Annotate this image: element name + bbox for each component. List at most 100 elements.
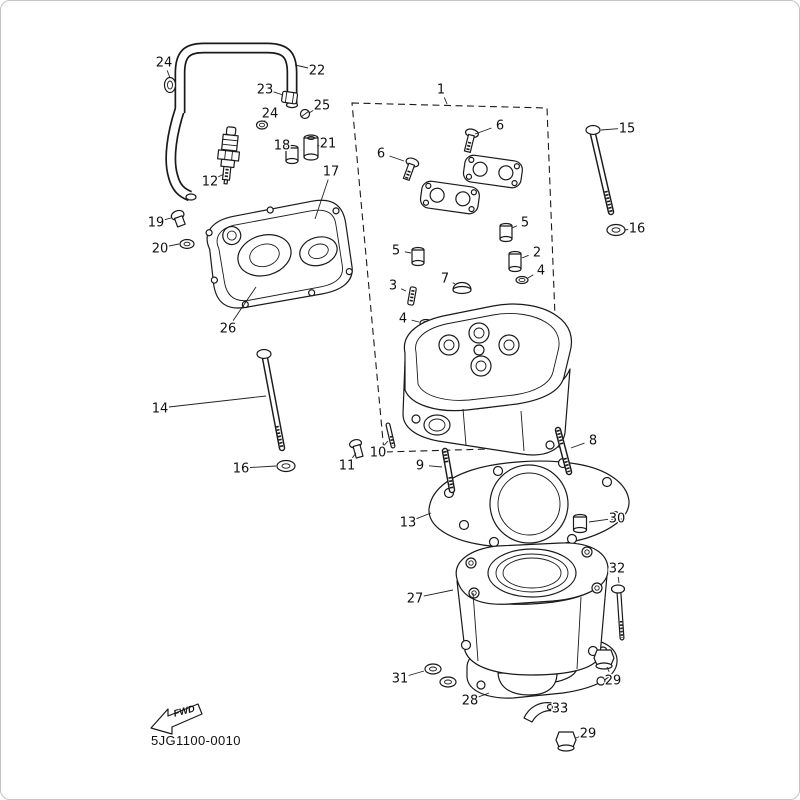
part-head-bolt-right — [585, 124, 615, 216]
part-stud-right — [554, 426, 573, 476]
fwd-label: FWD — [172, 703, 196, 719]
leader-line-27 — [423, 589, 454, 597]
part-flange-nut-right — [593, 649, 615, 670]
leader-line-5 — [511, 225, 517, 229]
callout-32: 32 — [609, 562, 626, 577]
callout-4: 4 — [399, 312, 407, 327]
callout-18: 18 — [274, 139, 291, 154]
leader-line-9 — [428, 465, 443, 468]
part-breather-hose — [165, 42, 299, 202]
part-bolt-lower-right — [610, 584, 626, 641]
callout-11: 11 — [339, 459, 356, 474]
part-bolt-washer-left — [276, 459, 296, 473]
callout-13: 13 — [400, 516, 417, 531]
part-dowel-pin-left — [411, 246, 425, 267]
part-grommet-upper — [163, 76, 177, 94]
leader-line-10 — [383, 440, 389, 446]
part-stud-small — [407, 286, 417, 306]
leader-line-23 — [273, 91, 284, 96]
callout-30: 30 — [609, 512, 626, 527]
leader-line-3 — [401, 288, 407, 292]
callout-23: 23 — [257, 83, 274, 98]
callout-20: 20 — [152, 242, 169, 257]
leader-line-17 — [314, 179, 329, 220]
part-dome-nut — [452, 281, 472, 295]
callout-29: 29 — [605, 674, 622, 689]
leader-line-12 — [217, 173, 225, 178]
part-hose-clamp — [281, 90, 299, 105]
part-cam-cap-front — [419, 180, 480, 215]
part-spark-plug — [217, 126, 241, 185]
callout-3: 3 — [389, 279, 397, 294]
part-plug-seal — [285, 144, 299, 165]
callout-21: 21 — [320, 137, 337, 152]
leader-line-31 — [408, 670, 425, 676]
callout-22: 22 — [309, 64, 326, 79]
callout-29: 29 — [580, 727, 597, 742]
part-oring-right — [515, 275, 529, 285]
leader-line-5 — [404, 251, 412, 254]
leader-line-28 — [478, 692, 490, 698]
part-oring-mid — [255, 120, 269, 130]
callout-27: 27 — [407, 592, 424, 607]
callout-14: 14 — [152, 402, 169, 417]
callout-5: 5 — [521, 216, 529, 231]
callout-25: 25 — [314, 99, 331, 114]
callout-24: 24 — [156, 56, 173, 71]
leader-line-1 — [443, 97, 448, 105]
leader-line-11 — [352, 452, 357, 459]
part-hose-clip — [299, 108, 311, 120]
callout-5: 5 — [392, 244, 400, 259]
part-cover-washer — [179, 238, 195, 250]
leader-line-4 — [527, 274, 534, 279]
callout-2: 2 — [533, 246, 541, 261]
callout-33: 33 — [552, 702, 569, 717]
leader-line-15 — [600, 128, 619, 131]
leader-line-6 — [474, 127, 492, 135]
callout-16: 16 — [629, 222, 646, 237]
leader-line-29 — [606, 666, 610, 672]
leader-line-26 — [232, 286, 257, 321]
fwd-arrow: FWD — [150, 703, 203, 735]
callout-16: 16 — [233, 462, 250, 477]
part-plug-tube — [303, 134, 319, 161]
leader-line-22 — [294, 64, 309, 69]
part-stud-upper — [385, 422, 396, 449]
leader-line-25 — [308, 109, 315, 114]
leader-line-24 — [166, 70, 171, 79]
callout-24: 24 — [262, 107, 279, 122]
leader-line-29 — [575, 736, 580, 739]
part-cylinder-head-cover — [205, 199, 353, 309]
leader-line-8 — [570, 442, 585, 449]
part-bolt-washer-right — [606, 223, 626, 237]
callout-7: 7 — [441, 272, 449, 287]
leader-line-6 — [389, 155, 405, 162]
callout-12: 12 — [202, 175, 219, 190]
leader-line-24 — [263, 120, 266, 123]
part-dowel-pin-right — [499, 222, 513, 243]
leader-line-20 — [168, 243, 180, 247]
leader-line-13 — [416, 512, 432, 520]
leader-line-4 — [411, 319, 420, 323]
part-oil-plug — [508, 250, 522, 273]
part-cylinder-head — [402, 303, 573, 456]
callout-28: 28 — [462, 694, 479, 709]
callout-9: 9 — [416, 459, 424, 474]
callout-6: 6 — [377, 147, 385, 162]
leader-line-32 — [617, 576, 620, 584]
part-flange-nut-bottom — [555, 731, 577, 752]
leader-line-16 — [249, 465, 277, 468]
part-cam-cap-rear — [462, 154, 523, 189]
callout-10: 10 — [370, 446, 387, 461]
diagram-code: 5JG1100-0010 — [151, 733, 241, 748]
callout-31: 31 — [392, 672, 409, 687]
leader-line-19 — [164, 217, 172, 221]
part-flange-bolt-upper — [463, 128, 479, 153]
callout-19: 19 — [148, 216, 165, 231]
part-head-gasket — [428, 457, 630, 548]
callout-6: 6 — [496, 119, 504, 134]
leader-line-21 — [316, 144, 320, 147]
callout-4: 4 — [537, 264, 545, 279]
callout-15: 15 — [619, 122, 636, 137]
